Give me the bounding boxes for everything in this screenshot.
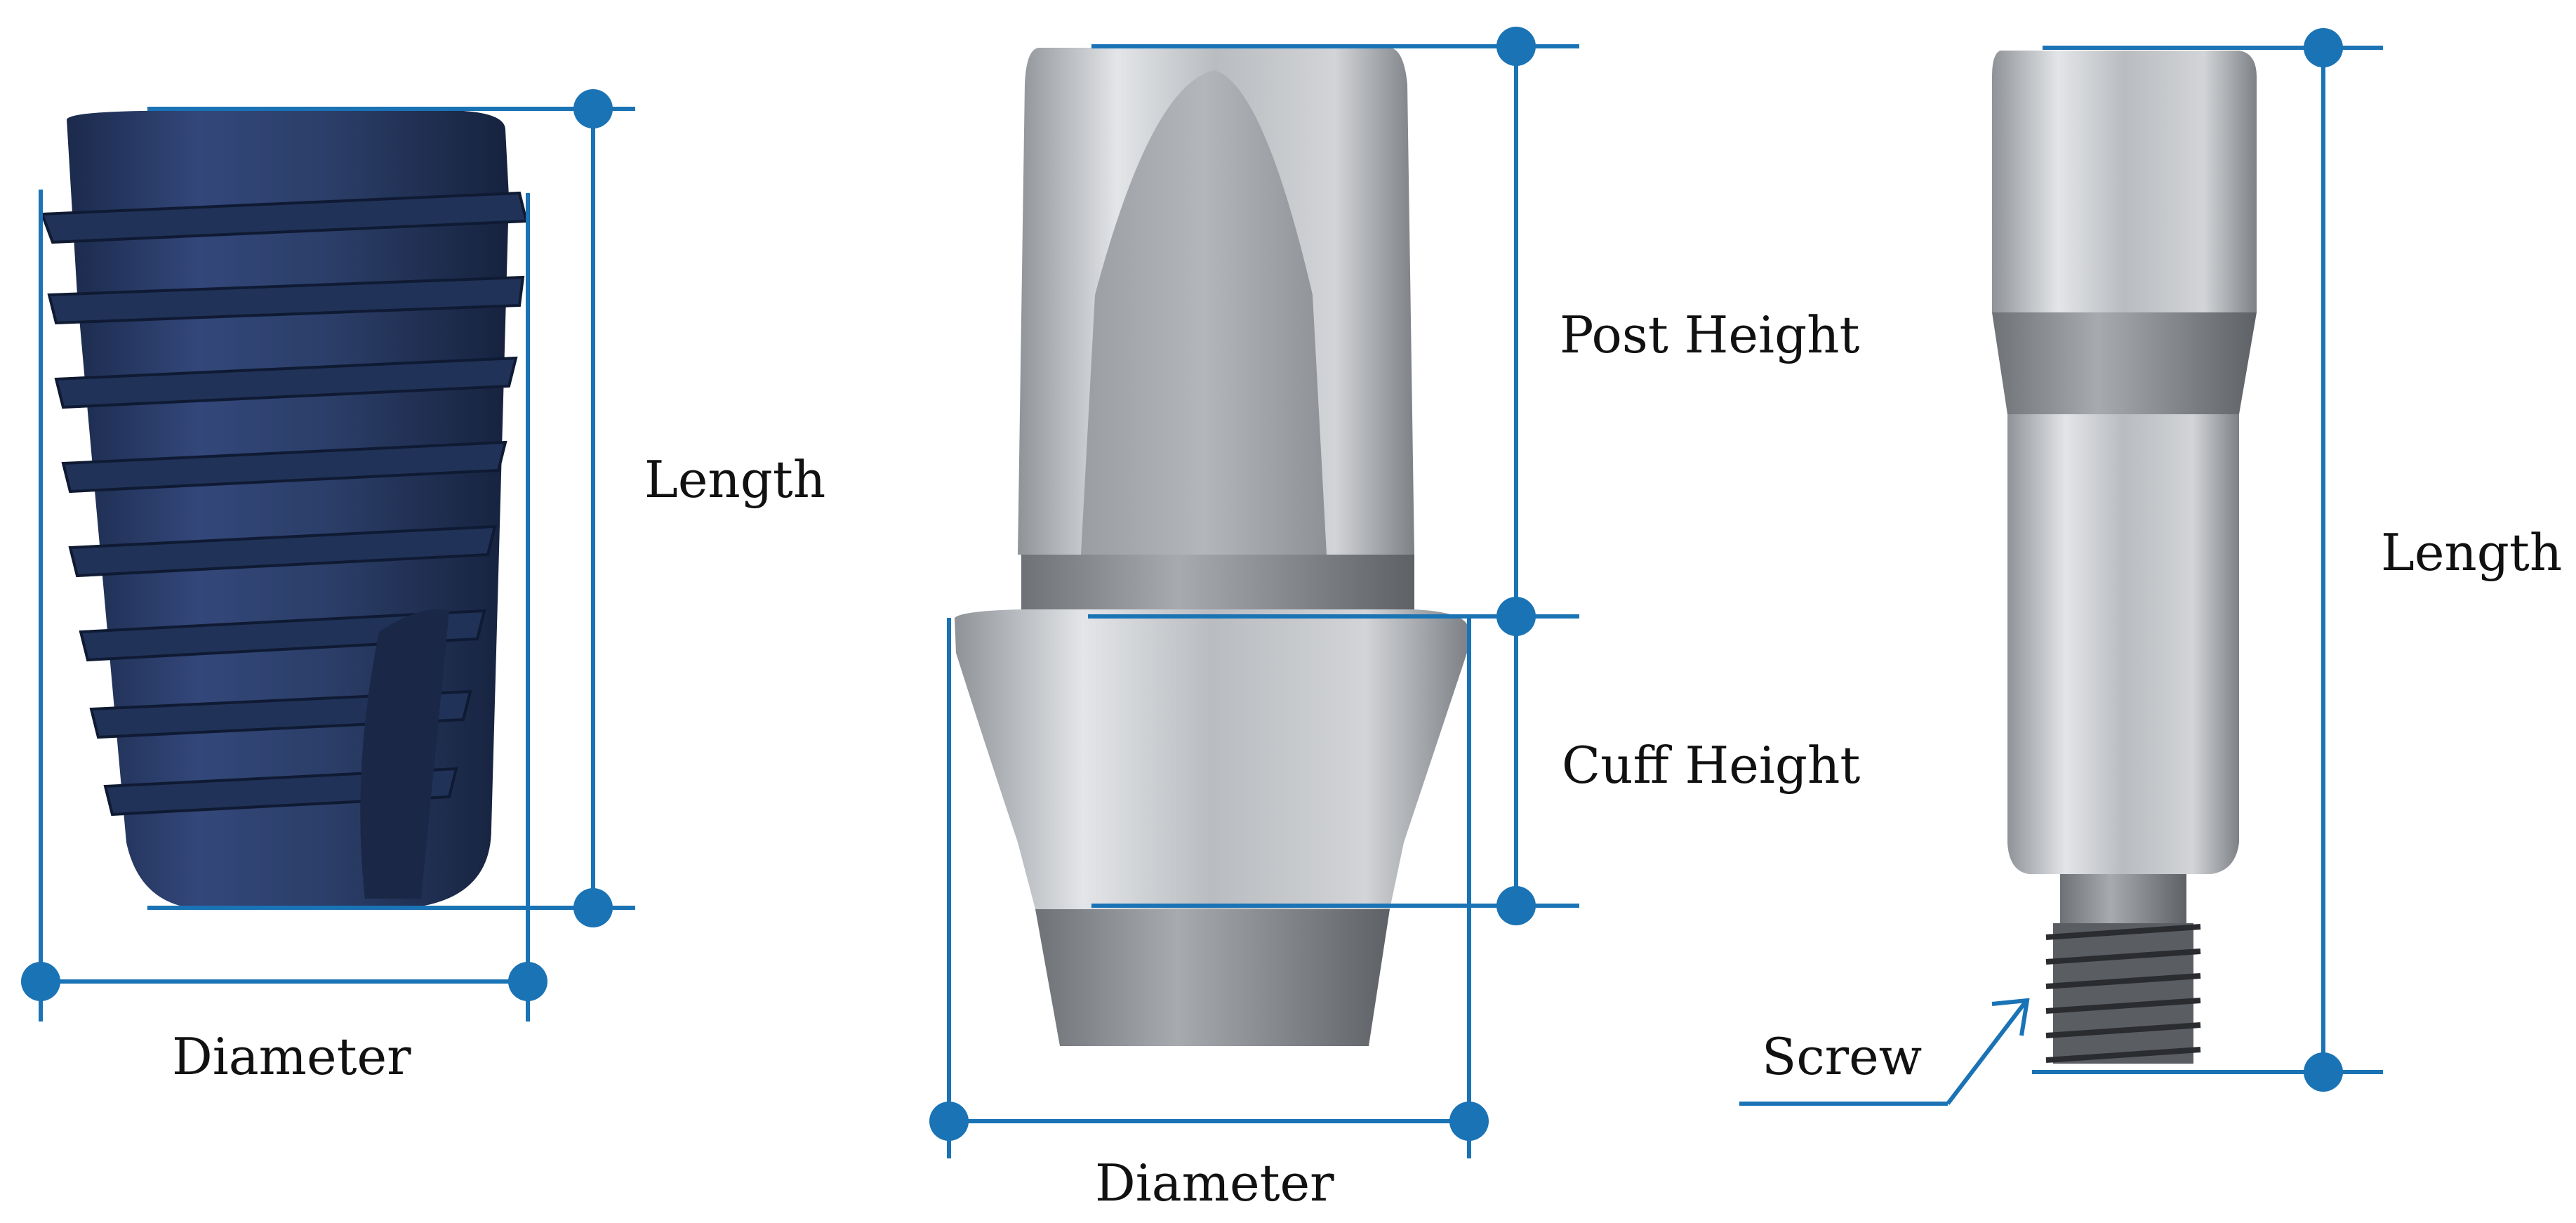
screw-neck xyxy=(2060,874,2186,923)
implant: Length Diameter xyxy=(21,89,825,1086)
implant-flute xyxy=(360,609,449,899)
abutment: Post Height Cuff Height Diameter xyxy=(929,27,1860,1212)
screw-length-top-dot xyxy=(2304,28,2343,67)
cuff-height-bottom-dot xyxy=(1496,886,1536,925)
implant-length-label: Length xyxy=(644,450,825,509)
post-height-label: Post Height xyxy=(1560,305,1860,364)
screw-threads xyxy=(2045,923,2201,1064)
screw-length-label: Length xyxy=(2381,523,2562,582)
implant-diameter-left-dot xyxy=(21,962,60,1001)
screw-shaft xyxy=(2007,414,2239,874)
cuff-height-label: Cuff Height xyxy=(1562,736,1860,795)
screw-head xyxy=(1992,51,2257,312)
abutment-neck-band xyxy=(1021,555,1414,614)
abutment-flat-face xyxy=(1081,70,1327,555)
screw-taper xyxy=(1992,312,2257,414)
abutment-diameter-right-dot xyxy=(1449,1102,1489,1141)
implant-diameter-right-dot xyxy=(508,962,547,1001)
implant-diameter-label: Diameter xyxy=(172,1027,411,1086)
abutment-diameter-label: Diameter xyxy=(1095,1153,1334,1212)
screw-length-bottom-dot xyxy=(2304,1052,2343,1092)
post-height-top-dot xyxy=(1496,27,1536,66)
implant-threads xyxy=(40,191,529,817)
abutment-cuff xyxy=(955,609,1468,909)
implant-length-top-dot xyxy=(573,89,613,128)
implant-length-bottom-dot xyxy=(573,888,613,927)
screw-callout-label: Screw xyxy=(1762,1027,1922,1086)
abutment-screw: Length Screw xyxy=(1739,28,2562,1106)
abutment-bottom xyxy=(1035,909,1390,1046)
screw-callout-arrow-head xyxy=(1991,998,2030,1036)
screw-callout-arrow-shaft xyxy=(1946,1001,2027,1105)
abutment-diameter-left-dot xyxy=(929,1102,969,1141)
